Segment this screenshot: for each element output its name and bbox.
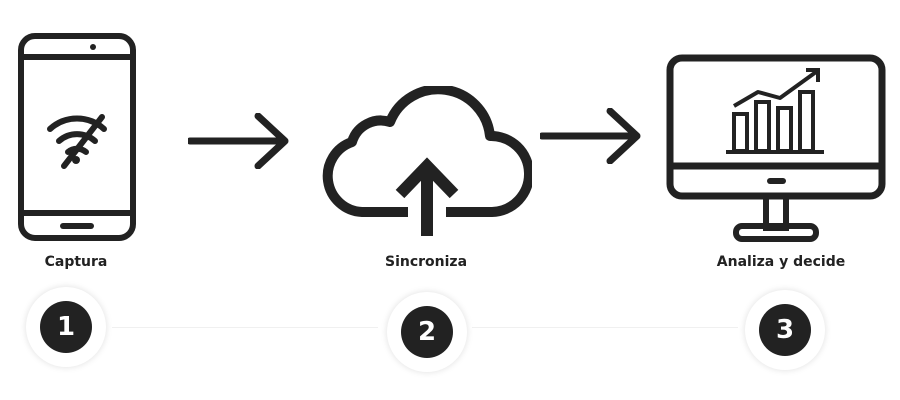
step-label: Sincroniza [384, 254, 468, 270]
step-badge: 3 [745, 290, 825, 370]
cloud-upload-icon [322, 86, 532, 236]
step-number: 1 [40, 301, 92, 353]
arrow-right-icon [540, 108, 641, 164]
step-number: 2 [401, 306, 453, 358]
step-connector [472, 327, 738, 328]
step-label: Analiza y decide [716, 254, 846, 270]
step-badge: 1 [26, 287, 106, 367]
arrow-right-icon [188, 113, 289, 169]
step-badge: 2 [387, 292, 467, 372]
monitor-bar-chart-icon [666, 54, 886, 242]
step-label: Captura [44, 254, 108, 270]
smartphone-no-wifi-icon [18, 33, 136, 241]
step-connector [112, 327, 378, 328]
step-number: 3 [759, 304, 811, 356]
